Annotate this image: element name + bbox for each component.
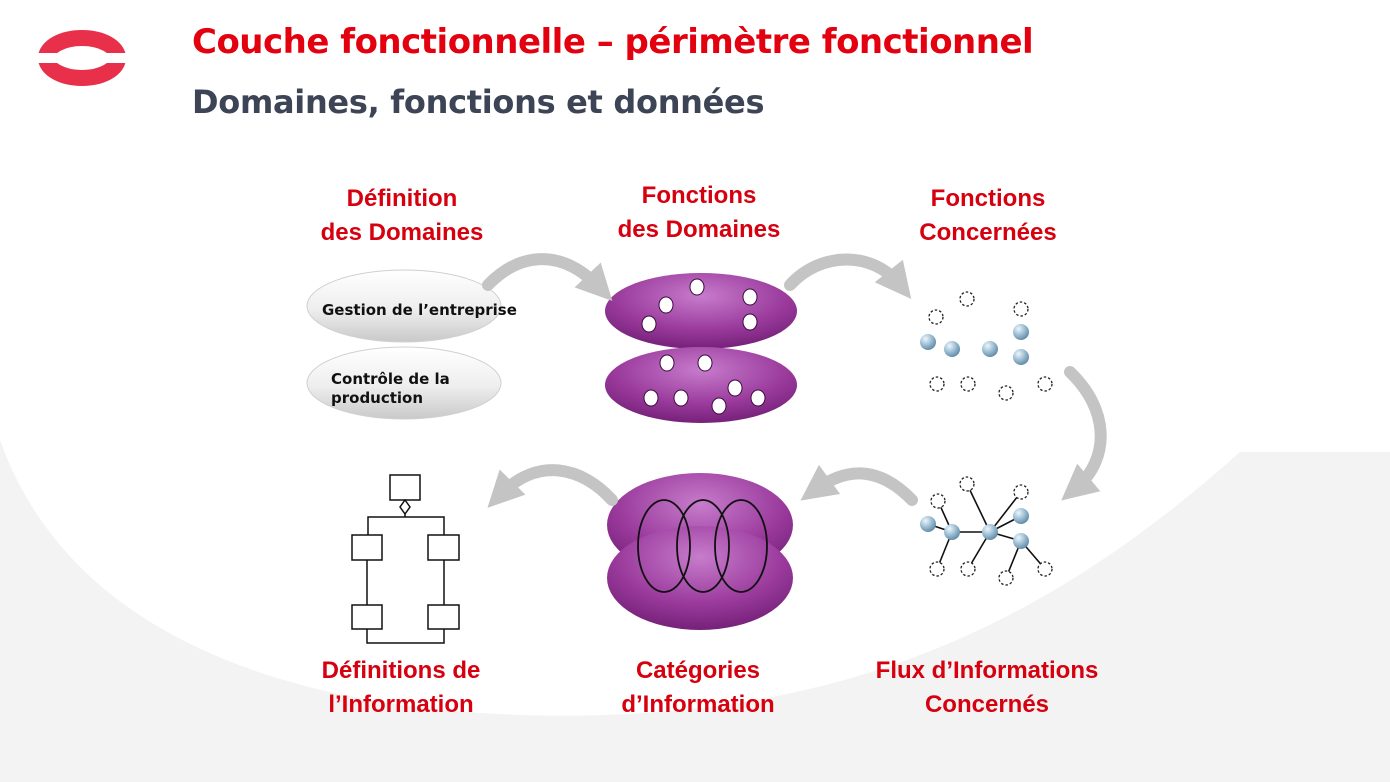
label-line: Flux d’Informations [876, 654, 1099, 688]
label-line: Définitions de [322, 654, 481, 688]
slide-title: Couche fonctionnelle – périmètre fonctio… [192, 22, 1033, 62]
arrow-categories-to-definitions [500, 470, 612, 500]
label-line: Catégories [621, 654, 774, 688]
label-line: des Domaines [618, 213, 781, 247]
arrow-functions-to-concerned [790, 259, 900, 285]
domain-label-controle: Contrôle de la production [331, 370, 450, 408]
label-flux-informations: Flux d’Informations Concernés [876, 654, 1099, 722]
logo-icon [36, 38, 128, 78]
label-line: l’Information [322, 688, 481, 722]
information-categories-shape [607, 473, 793, 630]
label-fonctions-concernees: Fonctions Concernées [919, 182, 1056, 250]
label-line: des Domaines [321, 216, 484, 250]
label-categories-information: Catégories d’Information [621, 654, 774, 722]
label-line: d’Information [621, 688, 774, 722]
arrow-concerned-to-flux [1070, 372, 1101, 489]
concerned-function-nodes [920, 292, 1052, 400]
label-line: Concernés [876, 688, 1099, 722]
domain-label-line: production [331, 389, 450, 408]
label-line: Concernées [919, 216, 1056, 250]
label-line: Définition [321, 182, 484, 216]
arrow-flux-to-categories [815, 473, 912, 500]
label-line: Fonctions [919, 182, 1056, 216]
label-fonctions-domaines: Fonctions des Domaines [618, 179, 781, 247]
label-line: Fonctions [618, 179, 781, 213]
data-model-diagram [352, 475, 459, 643]
label-definition-domaines: Définition des Domaines [321, 182, 484, 250]
information-flow-network [920, 477, 1052, 585]
slide-subtitle: Domaines, fonctions et données [192, 83, 764, 121]
domain-label-line: Contrôle de la [331, 370, 450, 389]
arrow-domains-to-functions [488, 259, 600, 288]
label-definitions-information: Définitions de l’Information [322, 654, 481, 722]
domain-label-gestion: Gestion de l’entreprise [322, 301, 517, 320]
